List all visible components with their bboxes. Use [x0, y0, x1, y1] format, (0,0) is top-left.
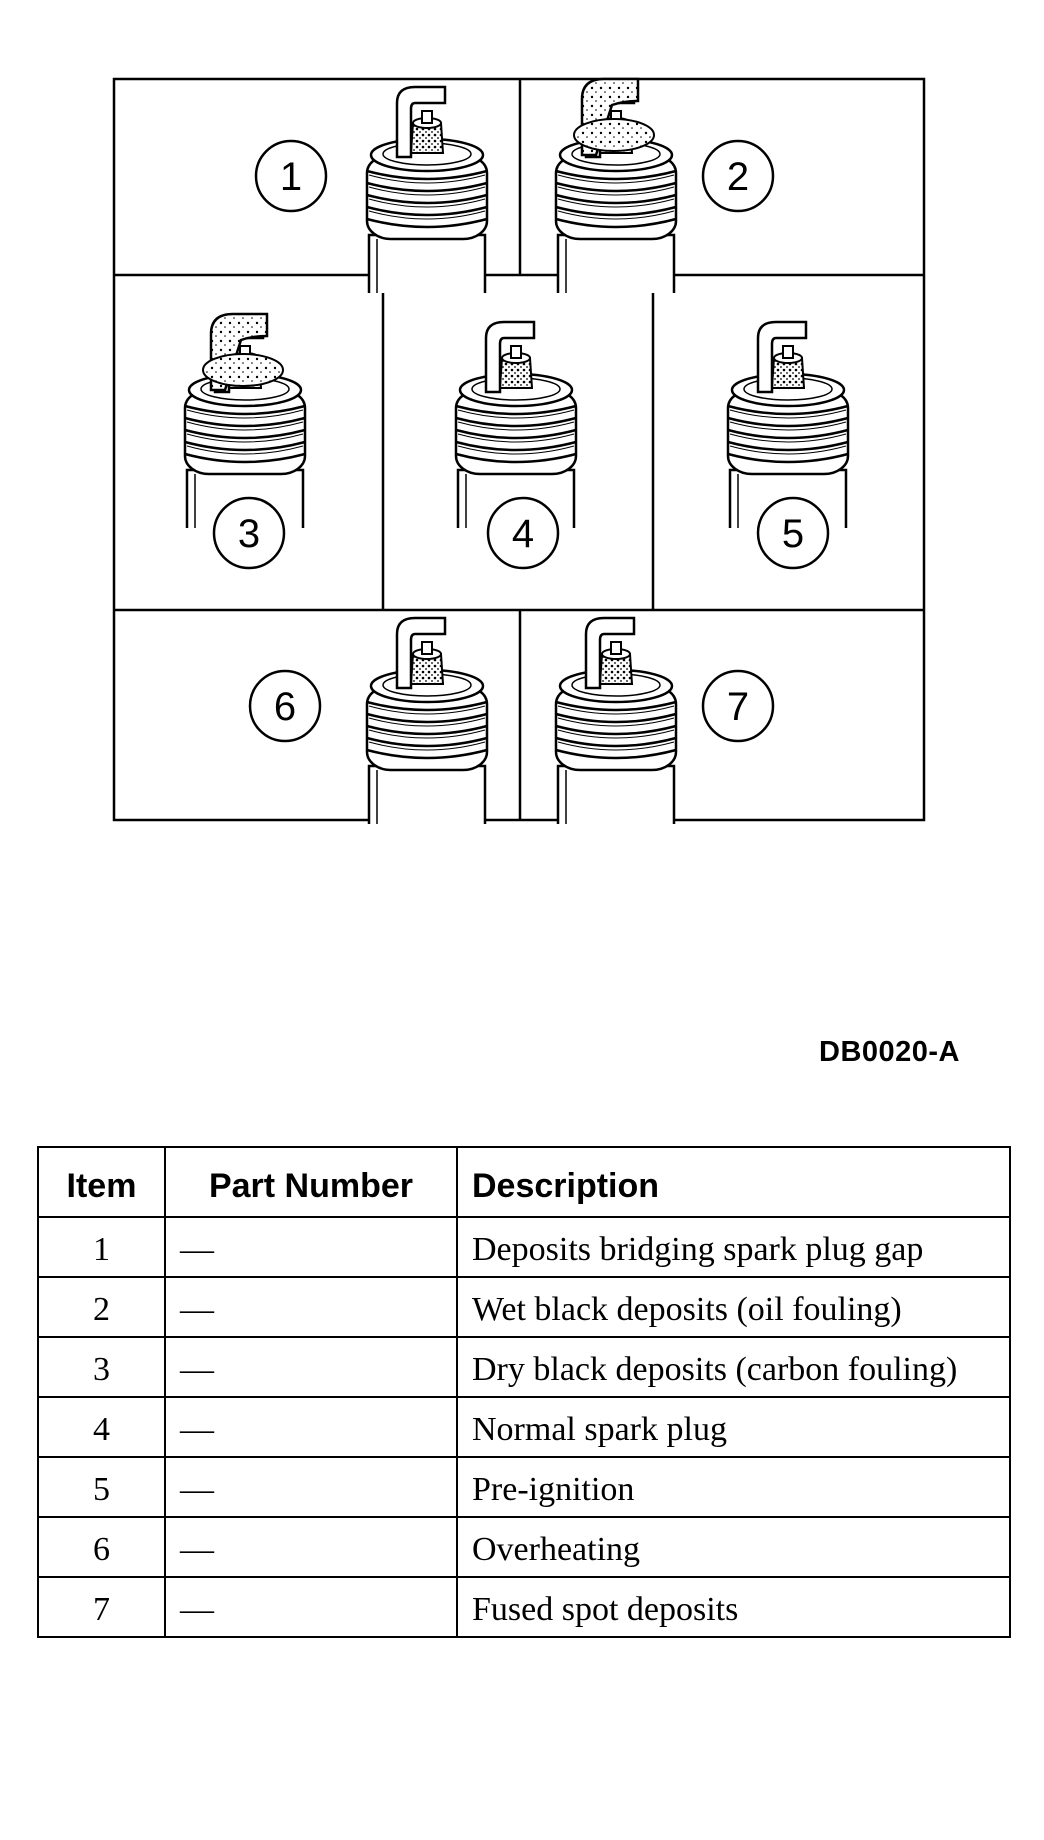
- callout-4: 4: [486, 496, 560, 570]
- cell-description: Fused spot deposits: [456, 1576, 1011, 1638]
- table-row: 6 — Overheating: [37, 1516, 1011, 1578]
- cell-part-number: —: [164, 1516, 458, 1578]
- cell-item: 4: [37, 1396, 166, 1458]
- parts-table: Item Part Number Description 1 — Deposit…: [37, 1146, 1011, 1638]
- table-row: 3 — Dry black deposits (carbon fouling): [37, 1336, 1011, 1398]
- callout-7: 7: [701, 669, 775, 743]
- cell-part-number: —: [164, 1336, 458, 1398]
- table-row: 4 — Normal spark plug: [37, 1396, 1011, 1458]
- svg-text:4: 4: [512, 512, 534, 556]
- table-row: 1 — Deposits bridging spark plug gap: [37, 1216, 1011, 1278]
- cell-part-number: —: [164, 1396, 458, 1458]
- spark-plug-figure: 1 2 3 4 5 6 7: [0, 0, 1044, 830]
- callout-2: 2: [701, 139, 775, 213]
- header-part-number: Part Number: [164, 1146, 458, 1218]
- cell-description: Pre-ignition: [456, 1456, 1011, 1518]
- cell-item: 5: [37, 1456, 166, 1518]
- figure-id: DB0020-A: [819, 1036, 960, 1068]
- cell-part-number: —: [164, 1576, 458, 1638]
- table-header-row: Item Part Number Description: [37, 1146, 1011, 1218]
- cell-part-number: —: [164, 1216, 458, 1278]
- header-description: Description: [456, 1146, 1011, 1218]
- svg-text:6: 6: [274, 685, 296, 729]
- svg-text:5: 5: [782, 512, 804, 556]
- cell-description: Overheating: [456, 1516, 1011, 1578]
- callout-1: 1: [254, 139, 328, 213]
- cell-item: 3: [37, 1336, 166, 1398]
- svg-text:7: 7: [727, 685, 749, 729]
- cell-part-number: —: [164, 1456, 458, 1518]
- header-item: Item: [37, 1146, 166, 1218]
- table-row: 2 — Wet black deposits (oil fouling): [37, 1276, 1011, 1338]
- cell-item: 6: [37, 1516, 166, 1578]
- cell-item: 1: [37, 1216, 166, 1278]
- cell-item: 2: [37, 1276, 166, 1338]
- svg-text:3: 3: [238, 512, 260, 556]
- cell-part-number: —: [164, 1276, 458, 1338]
- callout-6: 6: [248, 669, 322, 743]
- cell-description: Dry black deposits (carbon fouling): [456, 1336, 1011, 1398]
- table-row: 5 — Pre-ignition: [37, 1456, 1011, 1518]
- cell-description: Deposits bridging spark plug gap: [456, 1216, 1011, 1278]
- table-row: 7 — Fused spot deposits: [37, 1576, 1011, 1638]
- callout-5: 5: [756, 496, 830, 570]
- cell-description: Normal spark plug: [456, 1396, 1011, 1458]
- svg-text:2: 2: [727, 155, 749, 199]
- svg-text:1: 1: [280, 155, 302, 199]
- cell-description: Wet black deposits (oil fouling): [456, 1276, 1011, 1338]
- cell-item: 7: [37, 1576, 166, 1638]
- callout-3: 3: [212, 496, 286, 570]
